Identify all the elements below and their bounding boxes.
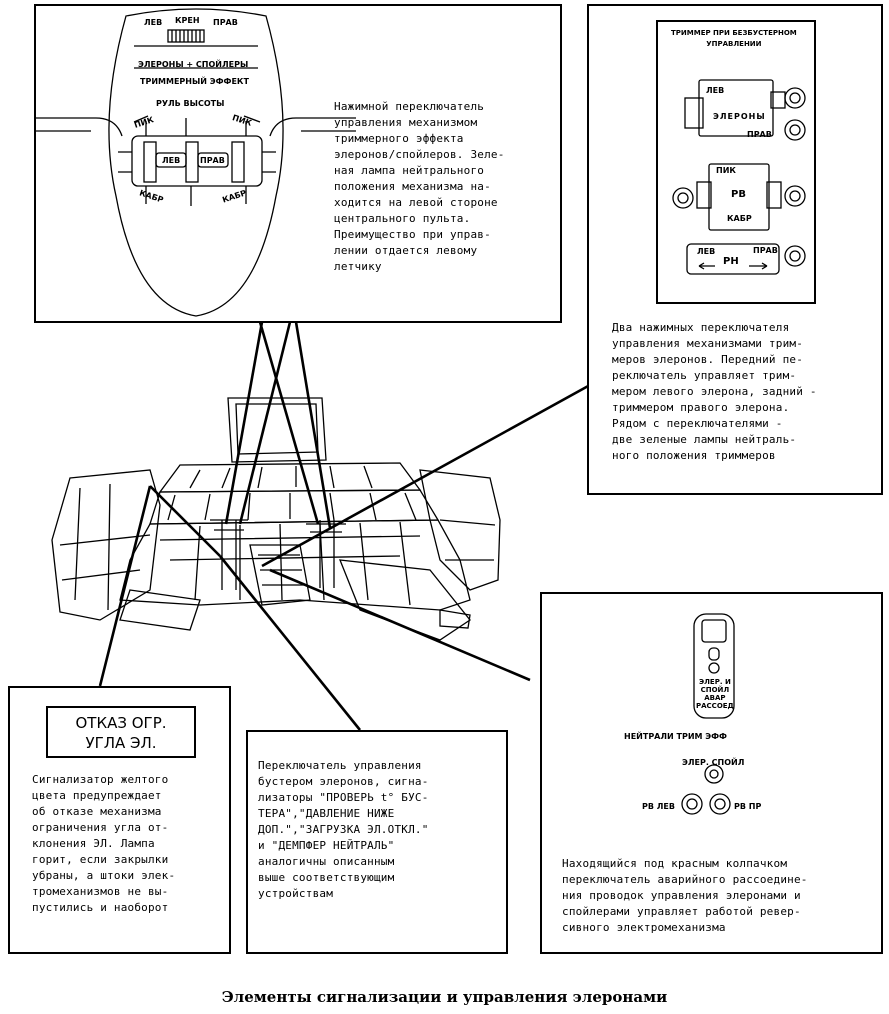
eler-spoil-label: ЭЛЕР. СПОЙЛ (682, 758, 745, 767)
trim-panel-title: ТРИММЕР ПРИ БЕЗБУСТЕРНОМ УПРАВЛЕНИИ (671, 29, 797, 48)
emergency-disconnect-callout: ЭЛЕР. И СПОЙЛ АВАР РАССОЕД НЕЙТРАЛИ ТРИМ… (540, 592, 883, 954)
aileron-booster-callout: Переключатель управления бустером элерон… (246, 730, 508, 954)
trim-switch-description: Нажимной переключатель управления механи… (334, 100, 505, 273)
label-rn-lev: ЛЕВ (697, 247, 716, 256)
rv-lev-label: РВ ЛЕВ (642, 802, 675, 811)
trim-switch-panel-drawing (36, 8, 356, 317)
aileron-booster-description: Переключатель управления бустером элерон… (258, 759, 429, 900)
elevator-trim-switch[interactable]: РВ (731, 189, 746, 200)
trim-button-prav[interactable]: ПРАВ (200, 156, 225, 165)
label-prav-top: ПРАВ (747, 130, 772, 139)
rudder-trim-switch[interactable]: РН (723, 256, 739, 267)
neutral-trim-label: НЕЙТРАЛИ ТРИМ ЭФФ (624, 732, 727, 741)
trim-switch-callout: ЛЕВ КРЕН ПРАВ ЭЛЕРОНЫ + СПОЙЛЕРЫ ТРИММЕР… (34, 4, 562, 323)
label-rn-prav: ПРАВ (753, 246, 778, 255)
label-kabr: КАБР (727, 214, 752, 223)
aileron-trim-description: Два нажимных переключателя управления ме… (612, 321, 817, 462)
label-trimmer-effect: ТРИММЕРНЫЙ ЭФФЕКТ (140, 77, 249, 86)
trim-panel (656, 20, 816, 304)
figure-caption: Элементы сигнализации и управления элеро… (221, 988, 668, 1006)
warning-light-frame: ОТКАЗ ОГР. УГЛА ЭЛ. (46, 706, 196, 758)
label-elerony-spoilery: ЭЛЕРОНЫ + СПОЙЛЕРЫ (138, 60, 249, 69)
label-kren: КРЕН (175, 16, 200, 25)
label-pik: ПИК (716, 166, 736, 175)
rv-pr-label: РВ ПР (734, 802, 762, 811)
warning-light-line1: ОТКАЗ ОГР. (75, 714, 167, 732)
aileron-limit-description: Сигнализатор желтого цвета предупреждает… (32, 773, 176, 914)
aileron-trim-callout: ТРИММЕР ПРИ БЕЗБУСТЕРНОМ УПРАВЛЕНИИ ЛЕВ … (587, 4, 883, 495)
label-rul-vysoty: РУЛЬ ВЫСОТЫ (156, 99, 225, 108)
label-prav: ПРАВ (213, 18, 238, 27)
emergency-switch-drawing (681, 613, 735, 815)
trim-panel-controls (672, 79, 806, 275)
aileron-limit-warning-callout: ОТКАЗ ОГР. УГЛА ЭЛ. Сигнализатор желтого… (8, 686, 231, 954)
warning-light-line2: УГЛА ЭЛ. (85, 734, 157, 752)
aileron-trim-switch[interactable]: ЭЛЕРОНЫ (713, 112, 766, 121)
trim-button-lev[interactable]: ЛЕВ (162, 156, 181, 165)
label-lev: ЛЕВ (144, 18, 163, 27)
label-lev-top: ЛЕВ (706, 86, 725, 95)
emergency-disconnect-description: Находящийся под красным колпачком перекл… (562, 857, 808, 934)
emergency-disconnect-switch[interactable]: ЭЛЕР. И СПОЙЛ АВАР РАССОЕД (696, 678, 734, 710)
